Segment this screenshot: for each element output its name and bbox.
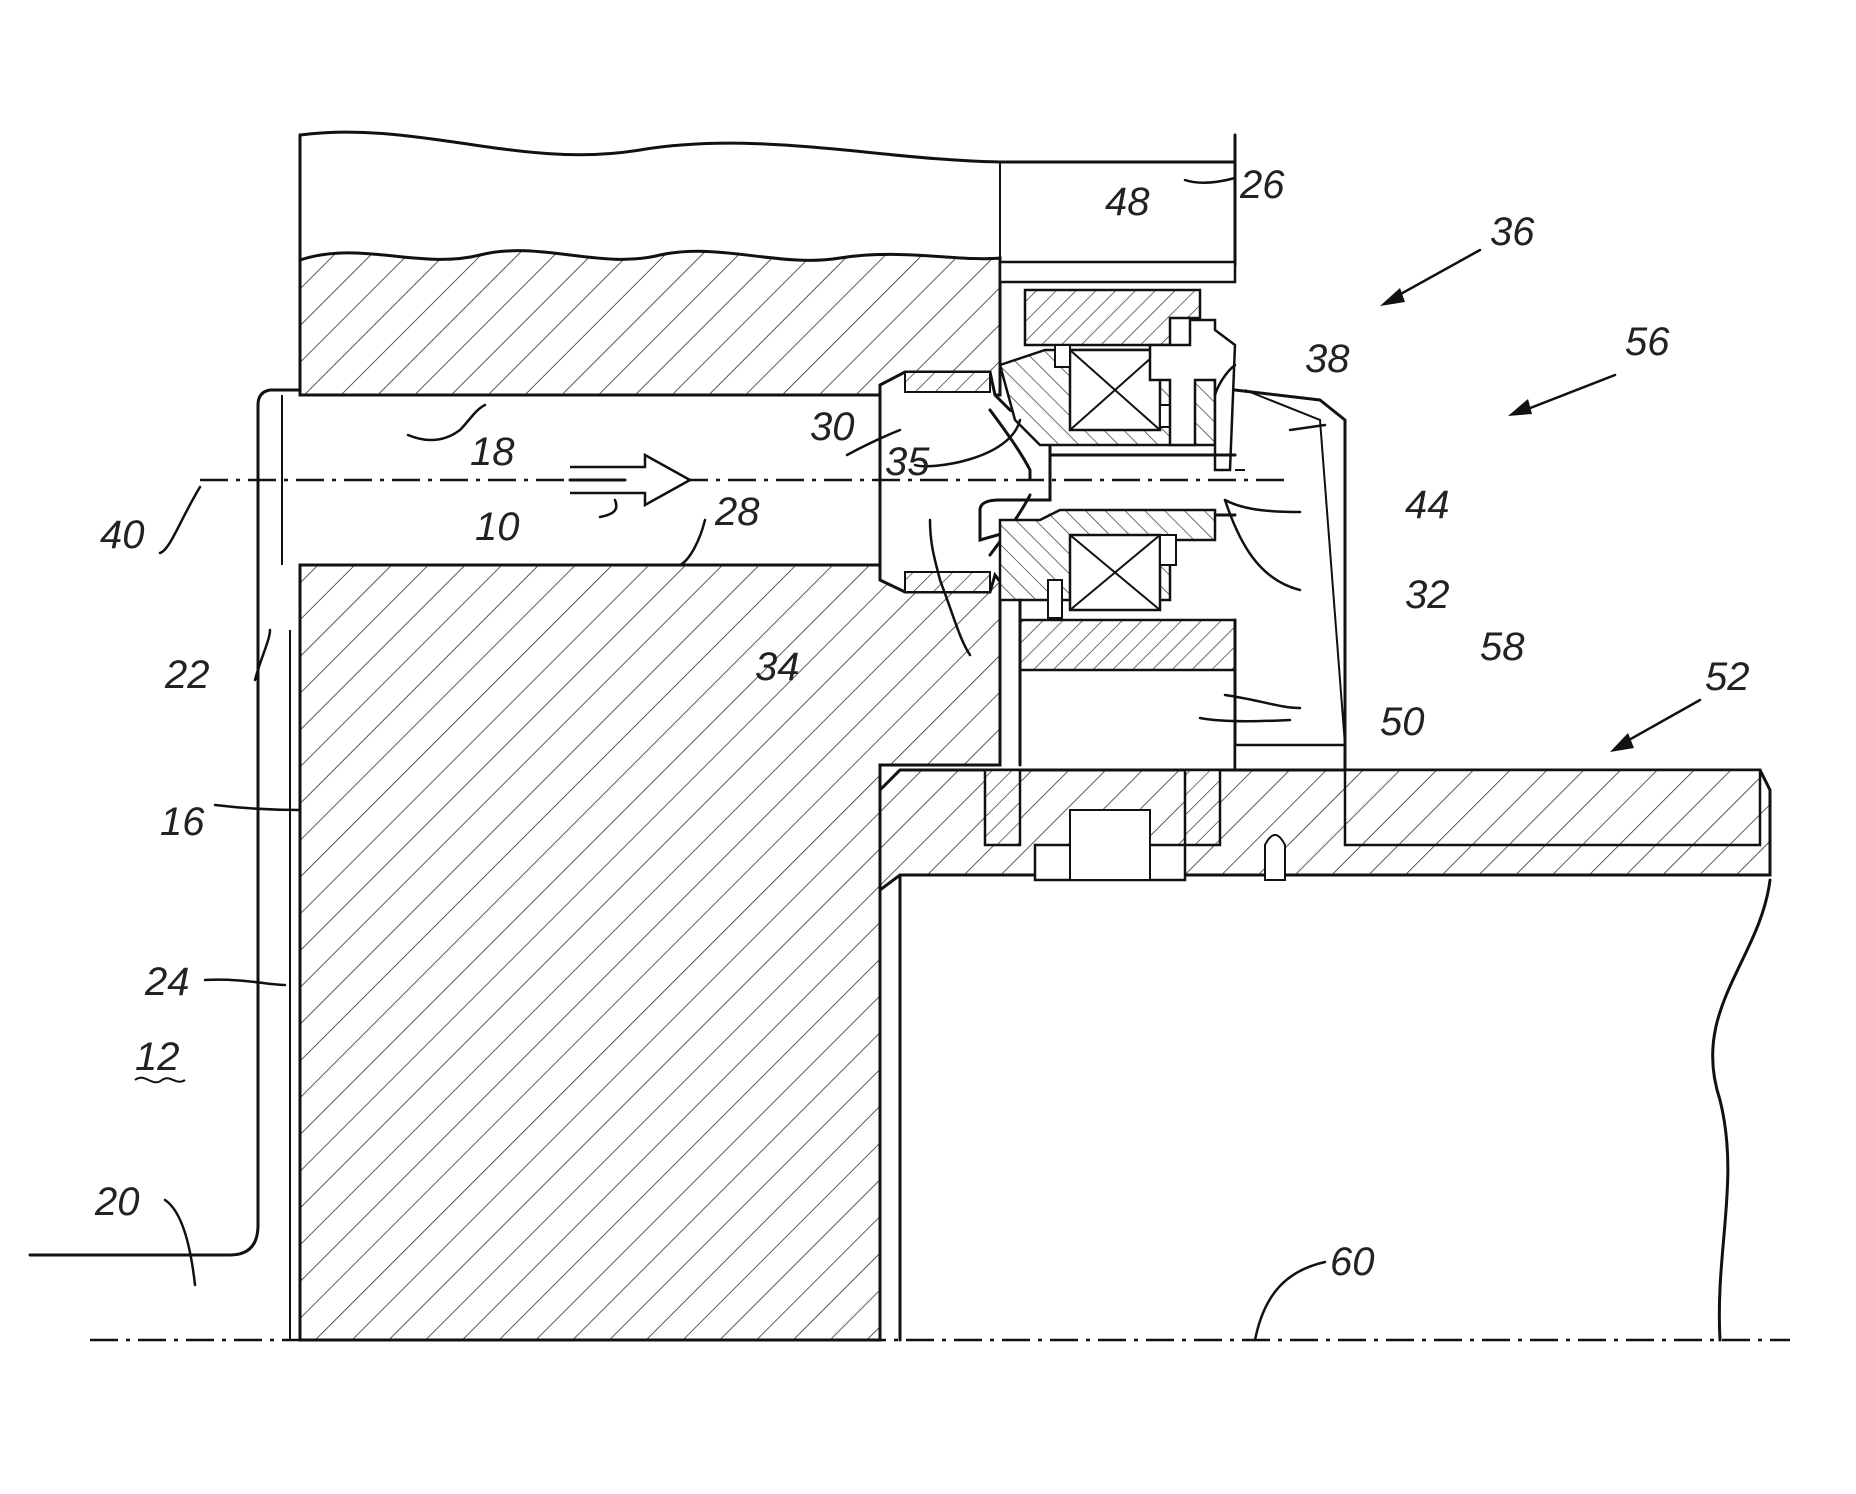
label-24: 24 [144,960,190,1004]
label-34: 34 [755,645,800,689]
label-36: 36 [1490,210,1535,254]
label-38: 38 [1305,337,1350,381]
label-60: 60 [1330,1240,1375,1284]
label-56: 56 [1625,320,1670,364]
label-48: 48 [1105,180,1150,224]
label-28: 28 [714,490,760,534]
label-44: 44 [1405,483,1450,527]
label-50: 50 [1380,700,1425,744]
label-40: 40 [100,513,145,557]
bearing-assembly-36 [1000,262,1345,845]
label-58: 58 [1480,625,1525,669]
label-16: 16 [160,800,205,844]
label-26: 26 [1239,163,1285,207]
label-22: 22 [164,653,210,697]
label-32: 32 [1405,573,1450,617]
label-52: 52 [1705,655,1750,699]
label-20: 20 [94,1180,140,1224]
label-10: 10 [475,505,520,549]
label-30: 30 [810,405,855,449]
gear-52 [880,770,1770,1340]
label-35: 35 [885,440,930,484]
label-12: 12 [135,1035,180,1079]
label-18: 18 [470,430,515,474]
